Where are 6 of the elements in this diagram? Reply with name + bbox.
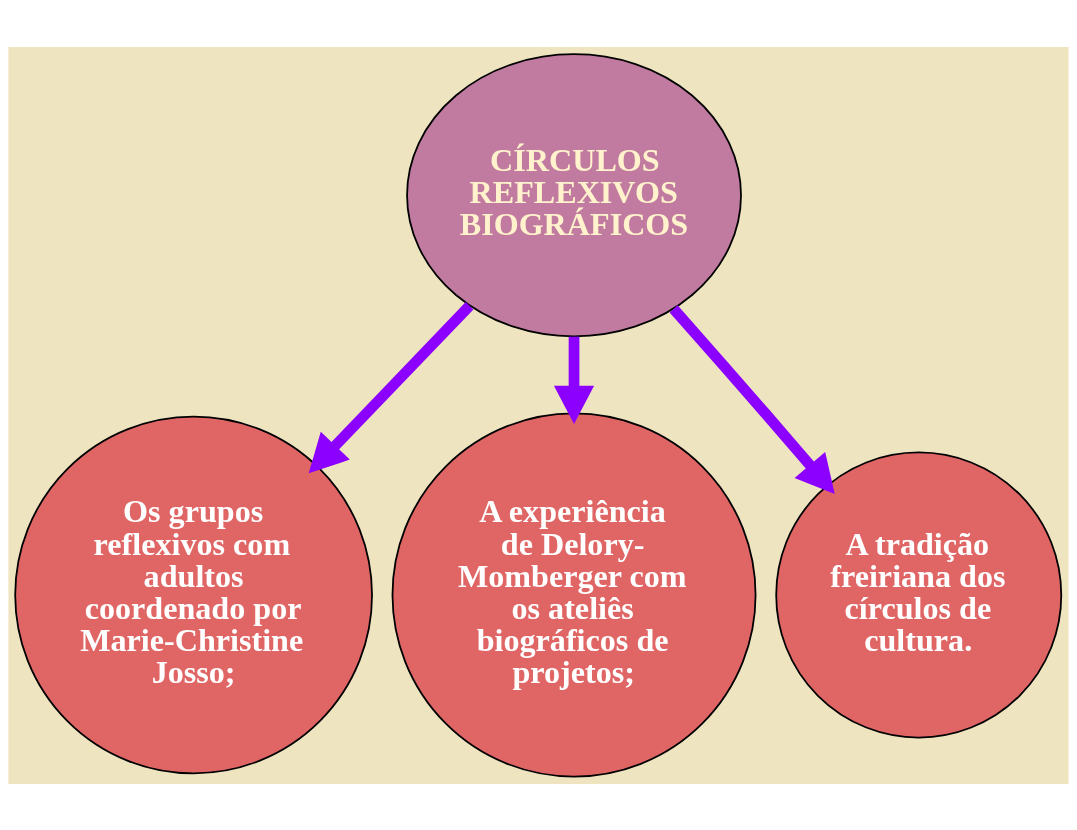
arrow <box>669 304 835 494</box>
arrow <box>308 301 474 473</box>
node-circle: A experiência de Delory-Momberger com os ateliês biográficos de projetos; <box>391 412 757 777</box>
arrow <box>553 336 595 424</box>
node-circle: Os grupos reflexivos com adultos coordenado por Marie-Christine Josso; <box>14 415 373 774</box>
node-ellipse: CÍRCULOS REFLEXIVOS BIOGRÁFICOS <box>406 52 742 337</box>
